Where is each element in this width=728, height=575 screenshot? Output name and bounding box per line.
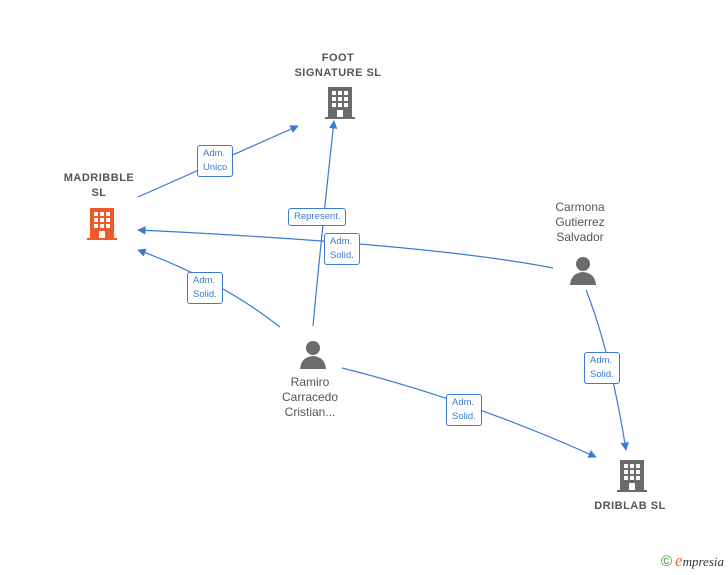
- node-label-madribble[interactable]: MADRIBBLE SL: [63, 172, 135, 199]
- edge-label-adm-unico: Adm. Unico: [197, 145, 234, 177]
- edge-carmona-madribble: [137, 226, 554, 269]
- person-icon[interactable]: [567, 254, 599, 286]
- building-icon[interactable]: [615, 459, 649, 493]
- brand-logo[interactable]: empresia: [675, 551, 724, 570]
- edge-label-adm-solid: Adm. Solid.: [324, 233, 360, 265]
- edge-label-represent: Represent.: [288, 208, 347, 226]
- person-icon[interactable]: [297, 338, 329, 370]
- building-icon-highlight[interactable]: [85, 207, 119, 241]
- node-label-driblab[interactable]: DRIBLAB SL: [594, 500, 666, 512]
- copyright-icon: ©: [660, 552, 673, 570]
- building-icon[interactable]: [323, 86, 357, 120]
- node-label-ramiro[interactable]: Ramiro Carracedo Cristian...: [281, 375, 339, 419]
- edge-label-adm-solid: Adm. Solid.: [584, 352, 620, 384]
- node-label-carmona[interactable]: Carmona Gutierrez Salvador: [555, 200, 605, 244]
- edge-label-adm-solid: Adm. Solid.: [446, 394, 482, 426]
- node-label-foot-signature[interactable]: FOOT SIGNATURE SL: [294, 52, 382, 79]
- edge-label-adm-solid: Adm. Solid.: [187, 272, 223, 304]
- edge-ramiro-foot: [312, 120, 338, 327]
- footer-brand: © empresia: [661, 551, 724, 571]
